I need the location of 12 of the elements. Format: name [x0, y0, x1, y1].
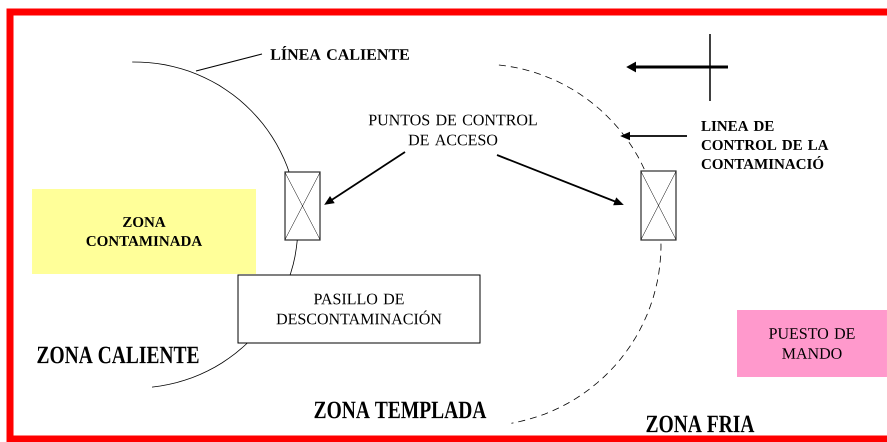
zone-label: ZONA FRIA	[646, 416, 754, 432]
zone-label: ZONA CALIENTE	[37, 346, 199, 364]
zone-label: ZONA TEMPLADA	[314, 402, 486, 418]
access-point-box	[640, 170, 677, 241]
callout-text: PUNTOS DE CONTROL DE ACCESO	[368, 114, 537, 146]
leader-line	[196, 54, 262, 72]
access-point-box	[284, 171, 321, 241]
line-label: LINEA DE CONTROL DE LA CONTAMINACIÓ	[701, 120, 828, 170]
line-label: LÍNEA CALIENTE	[270, 46, 409, 60]
command-post-box: PUESTO DE MANDO	[737, 310, 887, 377]
zone-box: ZONA CONTAMINADA	[32, 189, 256, 274]
corridor-box: PASILLO DE DESCONTAMINACIÓN	[238, 274, 480, 344]
